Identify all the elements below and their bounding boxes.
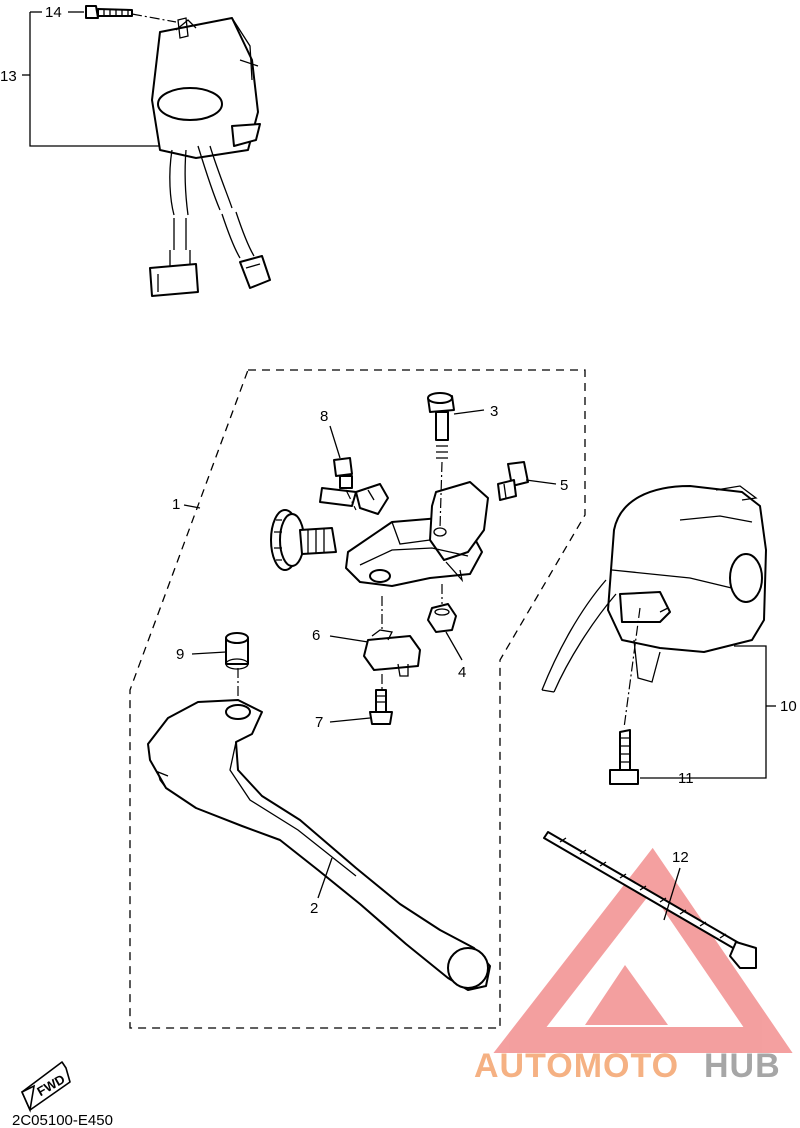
lever-holder (345, 481, 489, 587)
switch-6 (363, 629, 421, 677)
bolt-3 (427, 392, 455, 459)
brake-lever (147, 699, 491, 991)
callout-10: 10 (780, 698, 797, 715)
callout-13: 13 (0, 68, 17, 85)
screw-14 (85, 5, 133, 19)
lever-assembly-boundary (129, 369, 586, 1029)
handlebar-switch-right (541, 485, 767, 693)
callout-6: 6 (312, 627, 320, 644)
callout-5: 5 (560, 477, 568, 494)
callout-4: 4 (458, 664, 466, 681)
callout-14: 14 (45, 4, 62, 21)
nut-4 (427, 603, 457, 633)
callout-2: 2 (310, 900, 318, 917)
callout-3: 3 (490, 403, 498, 420)
watermark-logo: AUTOMOTO HUB (474, 1047, 781, 1085)
callout-12: 12 (672, 849, 689, 866)
callout-8: 8 (320, 408, 328, 425)
watermark-text-automoto: AUTOMOTO (474, 1047, 679, 1085)
callout-11: 11 (678, 770, 694, 787)
adjuster-knob (270, 509, 337, 571)
watermark-text-hub: HUB (704, 1047, 781, 1085)
callout-9: 9 (176, 646, 184, 663)
screw-11 (609, 729, 639, 785)
collar-9 (225, 632, 249, 670)
screw-8 (333, 457, 353, 489)
clip (319, 483, 389, 515)
callout-1: 1 (172, 496, 180, 513)
fwd-arrow-icon: FWD (20, 1061, 71, 1113)
watermark-triangle-icon (493, 847, 793, 1053)
callout-7: 7 (315, 714, 323, 731)
diagram-code: 2C05100-E450 (12, 1112, 113, 1128)
bolt-5 (497, 461, 529, 501)
handlebar-switch-left (149, 17, 271, 297)
cable-tie (543, 831, 757, 969)
screw-7 (369, 689, 393, 725)
